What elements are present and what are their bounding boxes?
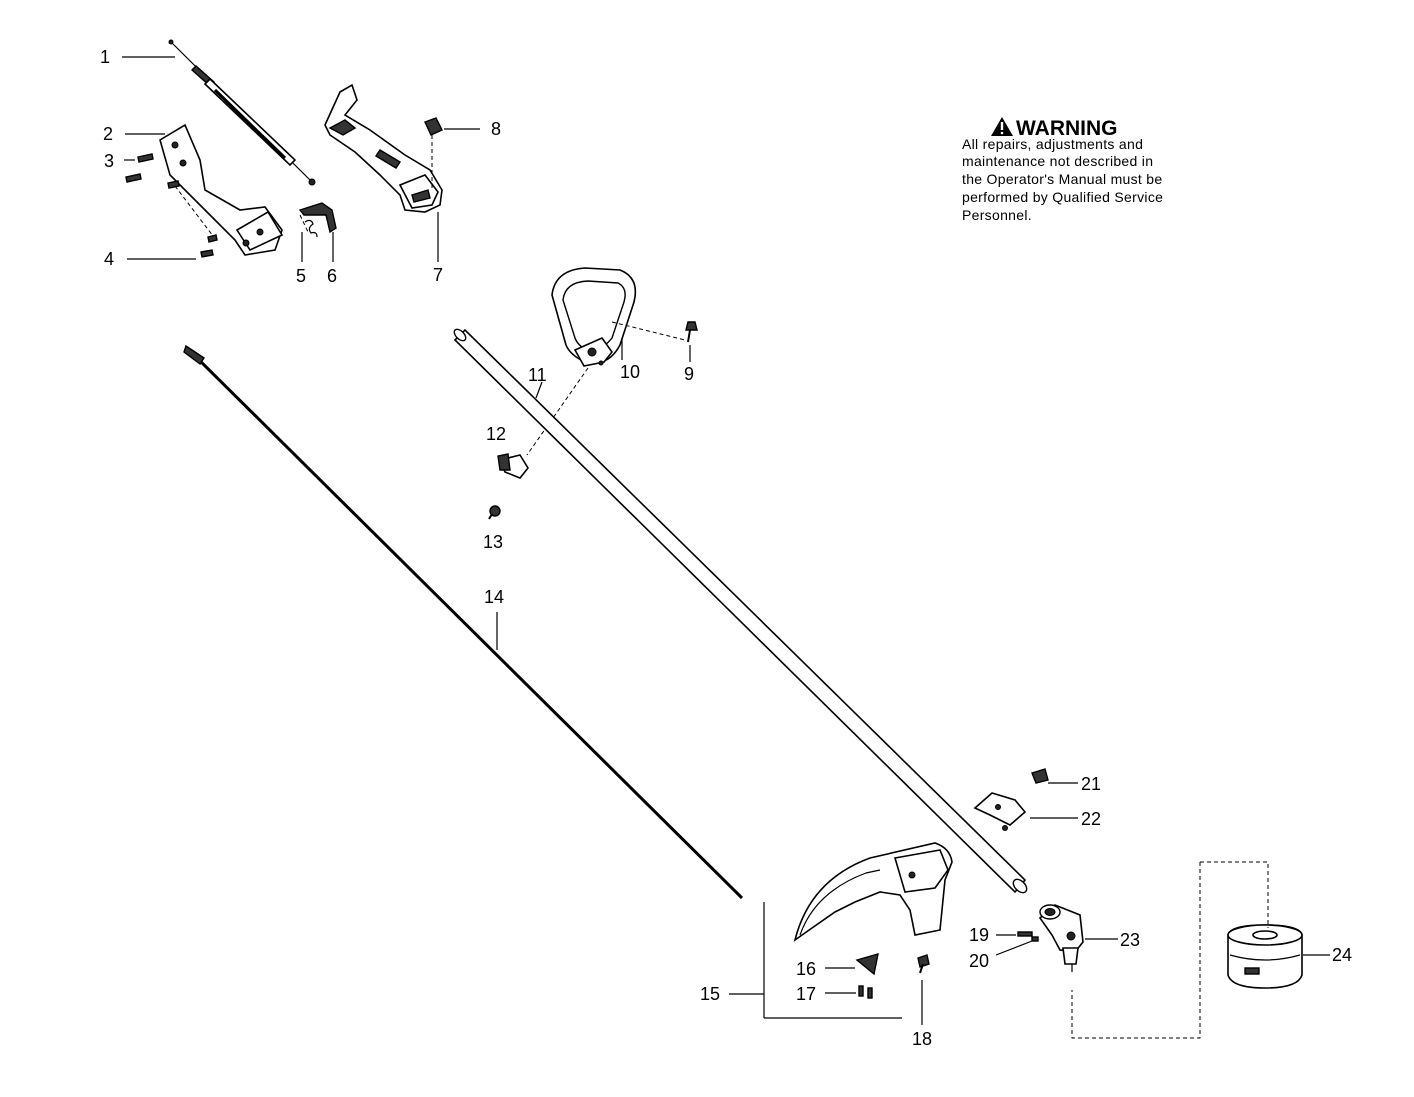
callout-24: 24 xyxy=(1332,945,1352,965)
part-8-switch xyxy=(424,117,443,136)
callout-18: 18 xyxy=(912,1029,932,1049)
part-17-screws xyxy=(858,985,873,999)
callout-3: 3 xyxy=(104,151,114,171)
callout-6: 6 xyxy=(327,266,337,286)
leader-lines xyxy=(122,56,1330,1025)
part-19-pin xyxy=(1017,931,1033,937)
callout-22: 22 xyxy=(1081,809,1101,829)
part-16-line-blade xyxy=(855,953,879,976)
callout-11: 11 xyxy=(528,365,547,385)
callout-5: 5 xyxy=(296,266,306,286)
part-23-gearbox xyxy=(1038,904,1084,972)
warning-triangle-icon xyxy=(991,117,1013,136)
part-11-shaft-tube xyxy=(453,328,1028,894)
warning-title: WARNING xyxy=(1016,117,1118,140)
part-22-bracket xyxy=(973,792,1027,831)
callout-1: 1 xyxy=(100,47,110,67)
part-18-screw xyxy=(917,954,930,974)
callout-19: 19 xyxy=(969,925,989,945)
callout-17: 17 xyxy=(796,984,816,1004)
part-14-flex-shaft xyxy=(183,344,744,900)
callout-15: 15 xyxy=(700,984,720,1004)
callout-21: 21 xyxy=(1081,774,1101,794)
part-5-spring xyxy=(304,219,318,238)
part-3-screws xyxy=(125,153,214,237)
callout-4: 4 xyxy=(104,249,114,269)
part-21-knob xyxy=(1031,768,1049,784)
warning-line-3: the Operator's Manual must be xyxy=(962,171,1162,187)
callout-numbers: 1 2 3 4 5 6 7 8 9 10 11 12 13 14 15 16 1… xyxy=(100,47,1352,1049)
callout-23: 23 xyxy=(1120,930,1140,950)
callout-8: 8 xyxy=(491,119,501,139)
callout-16: 16 xyxy=(796,959,816,979)
warning-notice: WARNING All repairs, adjustments and mai… xyxy=(962,117,1163,223)
callout-9: 9 xyxy=(684,364,694,384)
warning-line-4: performed by Qualified Service xyxy=(962,189,1163,205)
part-1-throttle-cable xyxy=(168,39,316,186)
callout-13: 13 xyxy=(483,532,503,552)
callout-12: 12 xyxy=(486,424,506,444)
callout-20: 20 xyxy=(969,951,989,971)
callout-14: 14 xyxy=(484,587,504,607)
part-12-clamp xyxy=(497,453,529,479)
part-6-throttle-trigger xyxy=(298,202,337,234)
callout-10: 10 xyxy=(620,362,640,382)
part-20-screw xyxy=(1031,936,1039,942)
part-9-bolt xyxy=(685,321,698,343)
part-15-shield xyxy=(793,842,953,942)
part-2-handle-housing xyxy=(159,123,284,256)
warning-line-2: maintenance not described in xyxy=(962,153,1153,169)
callout-7: 7 xyxy=(433,265,443,285)
warning-line-5: Personnel. xyxy=(962,207,1032,223)
callout-2: 2 xyxy=(103,124,113,144)
part-4-screw xyxy=(200,234,218,258)
part-7-handle-housing xyxy=(324,83,443,213)
warning-line-1: All repairs, adjustments and xyxy=(962,136,1143,152)
part-10-loop-handle xyxy=(526,267,686,456)
part-13-knob xyxy=(488,505,501,520)
part-24-trimmer-head xyxy=(1071,861,1303,1039)
